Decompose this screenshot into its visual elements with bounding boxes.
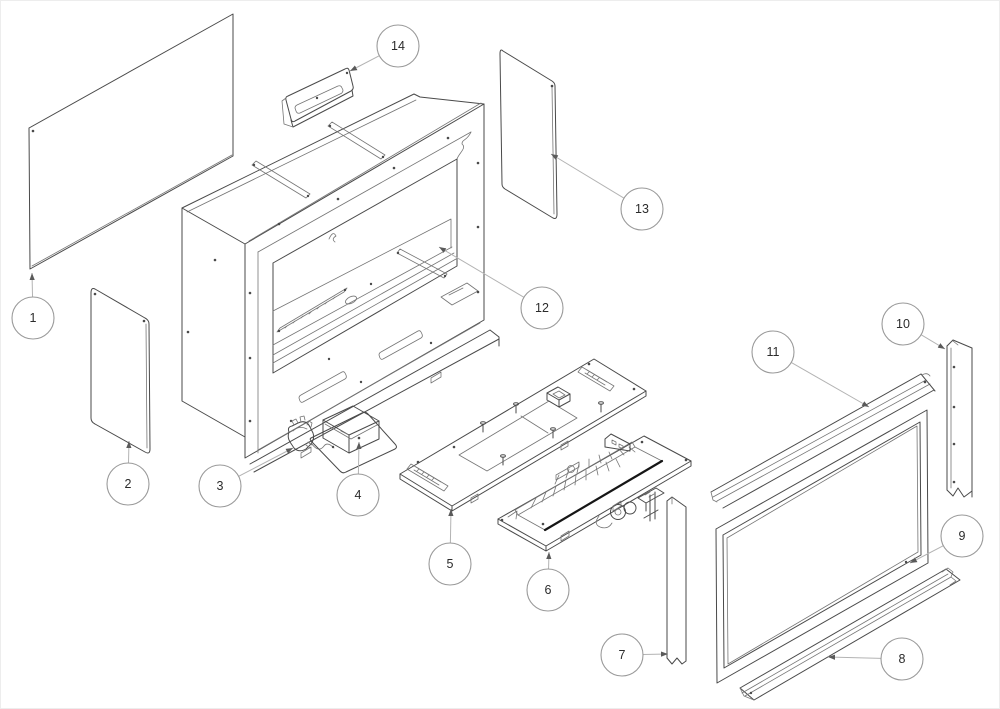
leader-line-2	[126, 440, 132, 464]
leader-line-5	[448, 508, 454, 544]
callout-number: 10	[896, 317, 910, 331]
leader-line-3	[238, 447, 294, 477]
callout-balloon-9	[940, 514, 984, 558]
callout-10: 10	[881, 302, 946, 350]
callout-8: 8	[827, 637, 924, 681]
callout-balloon-6	[526, 568, 570, 612]
callout-number: 8	[899, 652, 906, 666]
leader-line-8	[827, 654, 882, 660]
callout-balloon-13	[620, 187, 664, 231]
callout-5: 5	[428, 508, 472, 586]
leader-line-7	[642, 651, 669, 657]
leader-line-13	[550, 153, 625, 199]
part-13-side-panel-right	[499, 49, 558, 219]
part-14-bracket-top	[281, 67, 354, 128]
part-12-firebox-body	[181, 93, 500, 473]
part-10-bracket-side	[946, 339, 973, 498]
leader-line-1	[29, 272, 35, 298]
callout-number: 6	[545, 583, 552, 597]
callout-number: 9	[959, 529, 966, 543]
callout-12: 12	[438, 246, 564, 330]
callout-number: 13	[635, 202, 649, 216]
callout-6: 6	[526, 551, 570, 612]
callout-4: 4	[336, 441, 380, 517]
callout-balloon-2	[106, 462, 150, 506]
callout-number: 7	[619, 648, 626, 662]
callout-3: 3	[198, 447, 294, 508]
callout-13: 13	[550, 153, 664, 231]
callout-number: 11	[767, 345, 780, 359]
callout-7: 7	[600, 633, 669, 677]
leader-line-4	[356, 441, 362, 475]
callout-balloon-11	[751, 330, 795, 374]
callout-balloon-8	[880, 637, 924, 681]
leader-line-9	[909, 545, 944, 564]
callout-number: 5	[447, 557, 454, 571]
callout-number: 3	[217, 479, 224, 493]
callout-balloon-1	[11, 296, 55, 340]
part-1-back-panel	[28, 13, 234, 270]
callout-2: 2	[106, 440, 150, 506]
part-11-trim-strip-top	[710, 373, 936, 509]
part-2-side-panel-left	[90, 288, 151, 454]
callout-11: 11	[751, 330, 870, 408]
callout-balloon-3	[198, 464, 242, 508]
callout-number: 12	[535, 301, 549, 315]
leader-line-10	[920, 334, 946, 350]
callout-9: 9	[909, 514, 984, 564]
callout-balloon-5	[428, 542, 472, 586]
part-5-top-panel	[399, 358, 647, 512]
leader-line-12	[438, 246, 525, 298]
part-4-control-box	[309, 405, 397, 474]
callout-balloon-7	[600, 633, 644, 677]
part-9-glass-front	[715, 409, 929, 684]
callout-balloon-10	[881, 302, 925, 346]
part-3-power-plug	[287, 415, 335, 452]
callout-1: 1	[11, 272, 55, 340]
part-6-ember-tray	[497, 433, 692, 552]
leader-line-11	[790, 362, 870, 408]
part-7-trim-strip-side	[666, 496, 687, 665]
callout-balloon-12	[520, 286, 564, 330]
callout-14: 14	[349, 24, 420, 72]
callout-balloon-4	[336, 473, 380, 517]
part-8-trim-strip-bottom	[739, 567, 961, 701]
callout-number: 14	[391, 39, 405, 53]
callout-number: 1	[30, 311, 37, 325]
callout-number: 4	[355, 488, 362, 502]
callout-balloon-14	[376, 24, 420, 68]
leader-line-14	[349, 55, 380, 72]
callout-number: 2	[125, 477, 132, 491]
